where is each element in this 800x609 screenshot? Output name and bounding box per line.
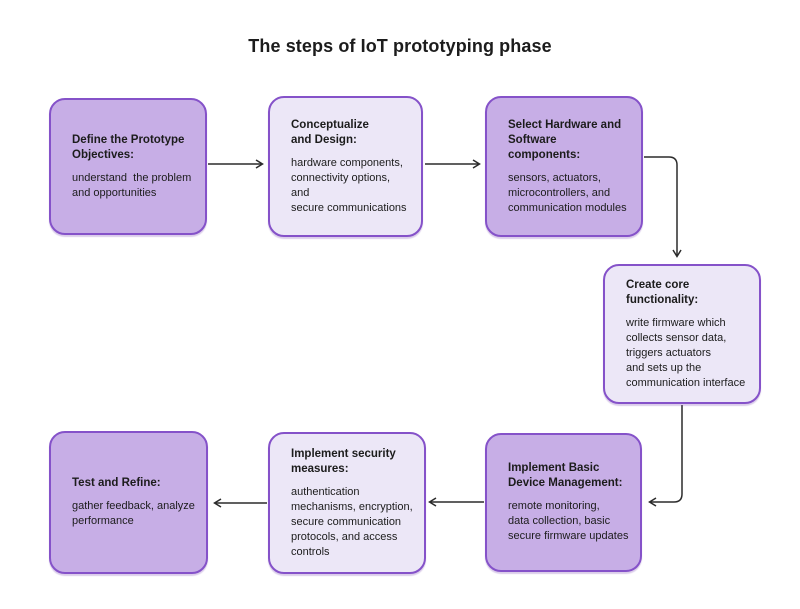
page-title: The steps of IoT prototyping phase — [248, 36, 552, 56]
step-box-select-components: Select Hardware and Software components:… — [485, 96, 643, 237]
step-title: Conceptualize and Design: — [291, 118, 369, 146]
step-box-device-management: Implement Basic Device Management: remot… — [485, 433, 642, 572]
step-box-test-refine: Test and Refine: gather feedback, analyz… — [49, 431, 208, 574]
step-description: hardware components, connectivity option… — [291, 156, 407, 214]
step-description: authentication mechanisms, encryption, s… — [291, 485, 413, 558]
step-title: Implement Basic Device Management: — [508, 462, 623, 489]
step-description: sensors, actuators, microcontrollers, an… — [508, 171, 627, 214]
step-box-conceptualize-design: Conceptualize and Design: hardware compo… — [268, 96, 423, 237]
step-box-security-measures: Implement security measures: authenticat… — [268, 432, 426, 574]
step-description: gather feedback, analyze performance — [72, 500, 195, 527]
step-title: Implement security measures: — [291, 447, 396, 475]
step-description: write firmware which collects sensor dat… — [626, 316, 746, 389]
step-description: remote monitoring, data collection, basi… — [508, 500, 629, 542]
connector-step4-step5 — [650, 405, 683, 502]
step-title: Test and Refine: — [72, 477, 161, 489]
step-title: Define the Prototype Objectives: — [72, 133, 185, 161]
connector-step3-step4 — [644, 156, 677, 256]
step-box-core-functionality: Create core functionality: write firmwar… — [603, 264, 761, 404]
step-title: Create core functionality: — [626, 278, 699, 306]
step-title: Select Hardware and Software components: — [508, 118, 622, 161]
step-description: understand the problem and opportunities — [72, 171, 192, 199]
step-box-define-objectives: Define the Prototype Objectives: underst… — [49, 98, 207, 235]
